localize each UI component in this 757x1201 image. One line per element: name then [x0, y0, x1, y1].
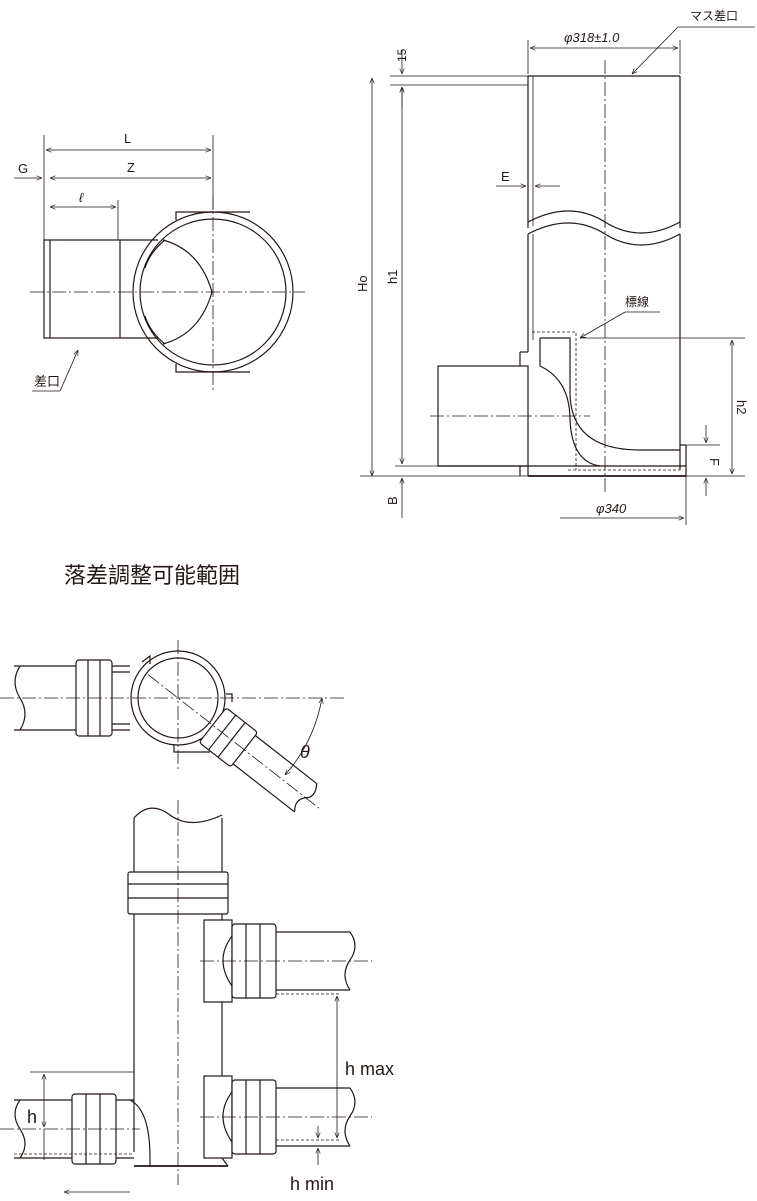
- dim-label-15: 15: [395, 48, 409, 62]
- dim-label-E: E: [501, 169, 510, 184]
- dim-label-ell: ℓ: [79, 190, 84, 205]
- dim-label-phi318: φ318±1.0: [564, 30, 620, 45]
- drop-plan-view: [0, 640, 345, 813]
- drop-elevation-view: [0, 800, 372, 1192]
- spigot-pipe: [43, 239, 121, 339]
- inner-channel-bottom: [539, 338, 601, 467]
- label-spigot: 差口: [34, 374, 60, 389]
- dim-label-h2: h2: [734, 400, 749, 414]
- section-title: 落差調整可能範囲: [64, 563, 240, 588]
- break-line-top: [527, 210, 681, 234]
- dim-label-B: B: [385, 496, 400, 505]
- dim-label-h1: h1: [385, 270, 400, 284]
- riser-break: [133, 807, 223, 824]
- dim-label-L: L: [124, 131, 131, 146]
- inner-channel-top: [540, 337, 680, 451]
- dim-label-Z: Z: [127, 160, 135, 175]
- dim-label-Ho: Ho: [355, 275, 370, 292]
- dim-label-phi340: φ340: [596, 501, 627, 516]
- dim-label-h-max: h max: [345, 1059, 394, 1079]
- angle-theta: θ: [300, 742, 310, 762]
- label-marker: 標線: [625, 294, 649, 309]
- dim-label-F: F: [707, 458, 722, 466]
- dim-label-h-min: h min: [290, 1174, 334, 1194]
- break-line-bottom: [527, 222, 681, 246]
- dim-label-G: G: [18, 161, 28, 176]
- section-view: [360, 26, 755, 525]
- plan-view: [14, 135, 305, 392]
- label-mass-spigot: マス差口: [690, 9, 738, 23]
- dim-label-h: h: [27, 1107, 37, 1127]
